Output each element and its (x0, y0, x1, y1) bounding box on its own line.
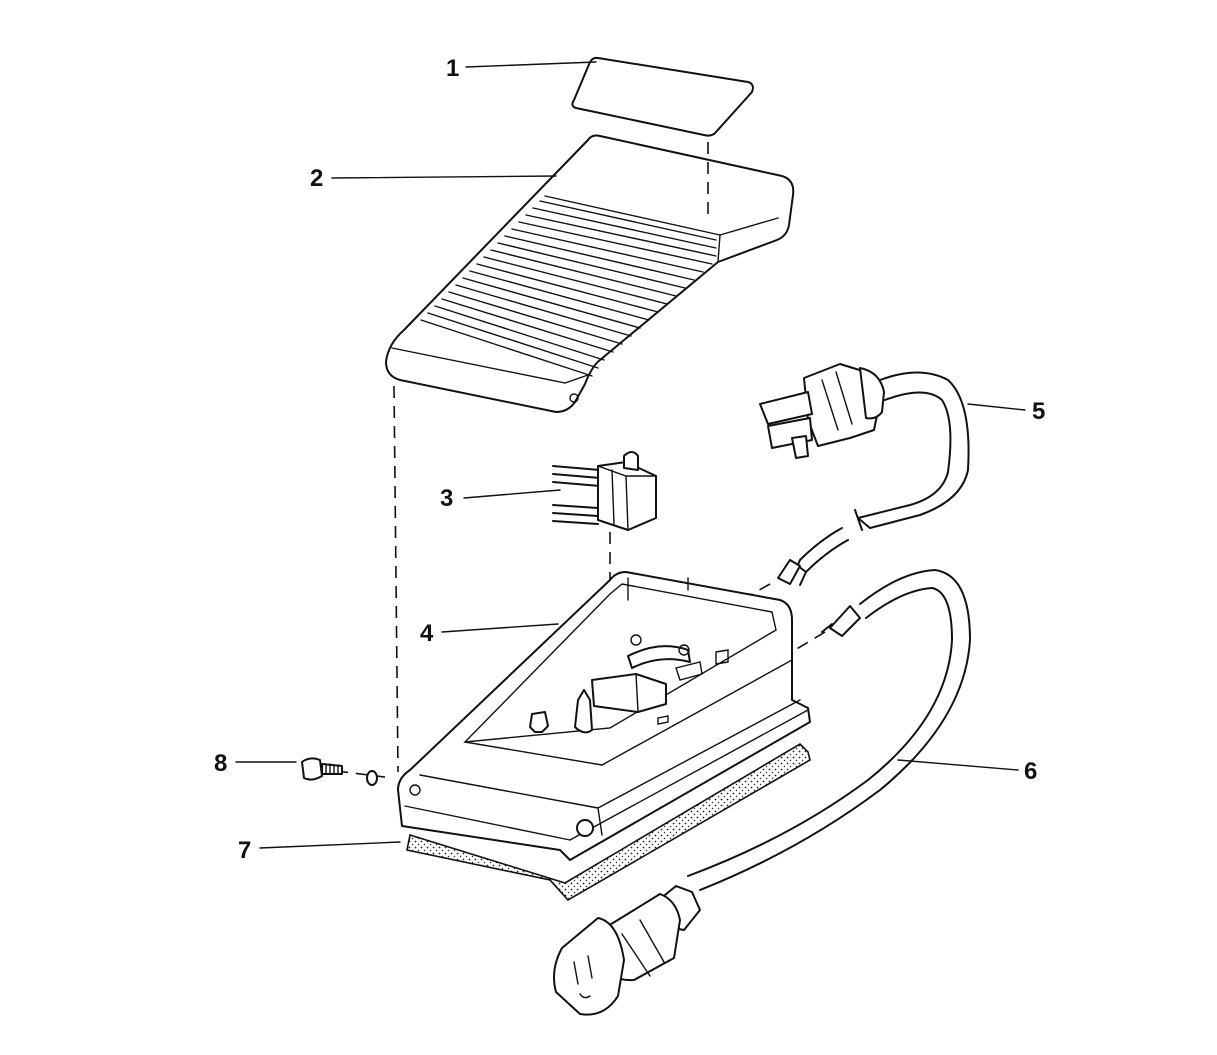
leader-line-2 (331, 175, 557, 179)
callout-6: 6 (1024, 758, 1037, 785)
callout-5: 5 (1032, 398, 1045, 425)
base-housing (397, 571, 811, 861)
power-cord-plug (759, 363, 970, 586)
switch (552, 451, 657, 531)
leader-line-3 (463, 489, 561, 499)
leader-line-4 (441, 623, 559, 633)
label-plate (571, 56, 754, 137)
alignment-line (794, 631, 826, 651)
leader-line-6 (897, 759, 1019, 771)
callout-7: 7 (238, 837, 251, 864)
callout-2: 2 (310, 165, 323, 192)
outlet-cord (553, 569, 971, 1016)
pedal-cover (385, 134, 795, 413)
leader-line-5 (967, 403, 1026, 411)
callout-4: 4 (420, 620, 434, 647)
callout-1: 1 (446, 55, 459, 82)
callout-8: 8 (214, 750, 227, 777)
callout-3: 3 (440, 485, 453, 512)
alignment-line (393, 385, 399, 773)
pad (406, 742, 811, 902)
leader-line-1 (465, 61, 597, 68)
leader-line-7 (259, 841, 401, 849)
screw-washer (301, 757, 378, 786)
